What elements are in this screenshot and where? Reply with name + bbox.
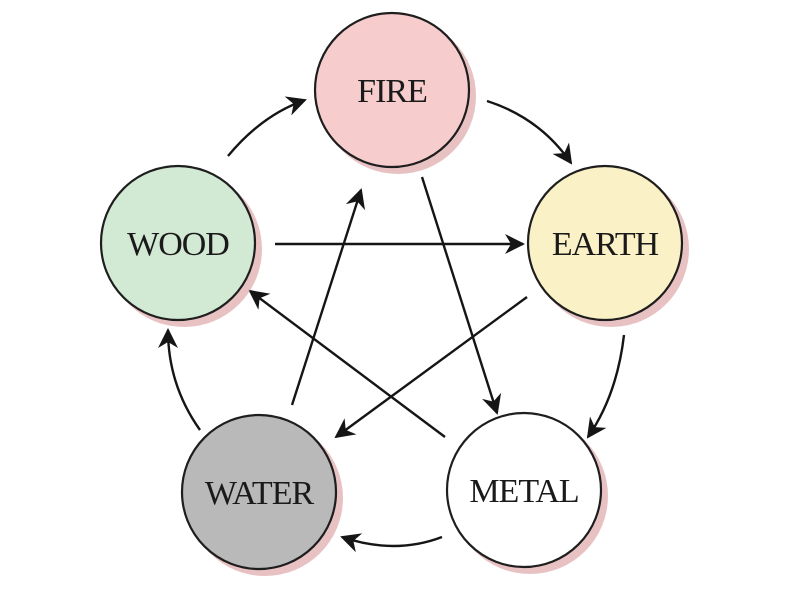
node-fire-label: FIRE xyxy=(357,73,427,110)
node-earth-label: EARTH xyxy=(552,226,659,263)
node-metal: METAL xyxy=(445,411,608,574)
node-water: WATER xyxy=(180,413,343,576)
node-wood-label: WOOD xyxy=(127,226,229,263)
node-earth: EARTH xyxy=(526,164,689,327)
arrow-fire-to-earth xyxy=(486,99,573,165)
node-metal-circle xyxy=(445,411,603,569)
node-earth-circle xyxy=(526,164,684,322)
node-metal-label: METAL xyxy=(469,473,578,510)
arrow-metal-to-water xyxy=(340,533,443,553)
node-fire-circle xyxy=(313,11,471,169)
node-water-circle xyxy=(180,413,338,571)
arrow-earth-to-metal xyxy=(586,334,626,439)
arrow-water-to-wood xyxy=(158,328,201,431)
arrow-metal-to-wood xyxy=(248,289,446,438)
arrow-earth-to-water xyxy=(334,296,528,439)
arrow-wood-to-fire xyxy=(227,96,307,157)
arrow-fire-to-metal xyxy=(420,176,502,415)
node-fire: FIRE xyxy=(313,11,476,174)
node-wood: WOOD xyxy=(99,164,262,327)
node-water-label: WATER xyxy=(205,475,315,512)
arrow-water-to-fire xyxy=(290,188,366,406)
node-wood-circle xyxy=(99,164,257,322)
